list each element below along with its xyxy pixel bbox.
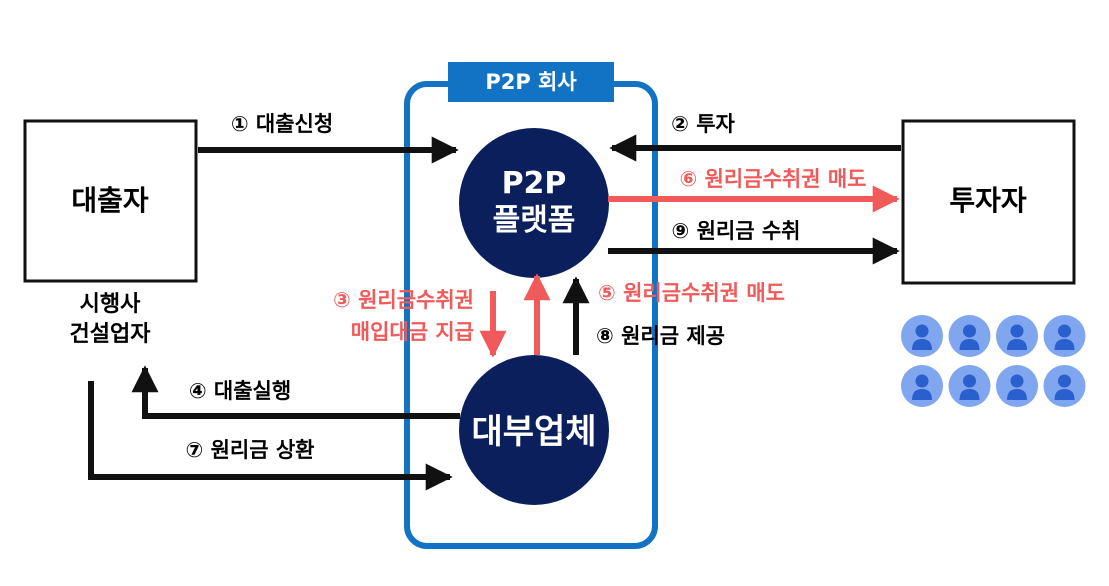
investor-person-icon	[948, 315, 991, 357]
borrower-label: 대출자	[71, 184, 149, 217]
company-label: P2P 회사	[485, 70, 577, 94]
flow-label-1: ① 대출신청	[231, 112, 333, 136]
platform-label-line1: P2P	[502, 166, 567, 201]
investor-person-icon	[996, 365, 1038, 407]
investor-person-icon	[901, 315, 943, 357]
flow-label-6: ⑥ 원리금수취권 매도	[680, 167, 867, 191]
lender-node	[459, 355, 609, 505]
investor-person-icon	[1043, 365, 1086, 407]
borrower-sub-1: 시행사	[80, 292, 141, 317]
platform-node	[459, 128, 609, 278]
flow-label-3b: 매입대금 지급	[351, 320, 474, 344]
flow-label-4: ④ 대출실행	[189, 379, 291, 403]
borrower-sub-2: 건설업자	[70, 322, 152, 347]
investor-person-icon	[1043, 315, 1086, 357]
flow-label-2: ② 투자	[671, 112, 735, 136]
investor-box	[901, 119, 1076, 285]
investor-label: 투자자	[949, 184, 1027, 217]
investor-crowd	[901, 315, 1086, 407]
investor-person-icon	[948, 365, 991, 407]
flow-label-3a: ③ 원리금수취권	[333, 288, 474, 312]
arrow-repayment	[88, 381, 453, 491]
flow-label-8: ⑧ 원리금 제공	[596, 324, 725, 348]
flow-label-5: ⑤ 원리금수취권 매도	[598, 281, 785, 305]
borrower-box	[23, 119, 198, 283]
flow-label-7: ⑦ 원리금 상환	[185, 438, 314, 462]
company-label-box	[448, 62, 614, 102]
platform-label-line2: 플랫폼	[493, 203, 576, 238]
lender-label: 대부업체	[471, 412, 596, 452]
arrow-loan-execution	[131, 365, 460, 419]
flow-label-9: ⑨ 원리금 수취	[671, 219, 800, 243]
investor-person-icon	[901, 365, 943, 407]
investor-person-icon	[996, 315, 1038, 357]
